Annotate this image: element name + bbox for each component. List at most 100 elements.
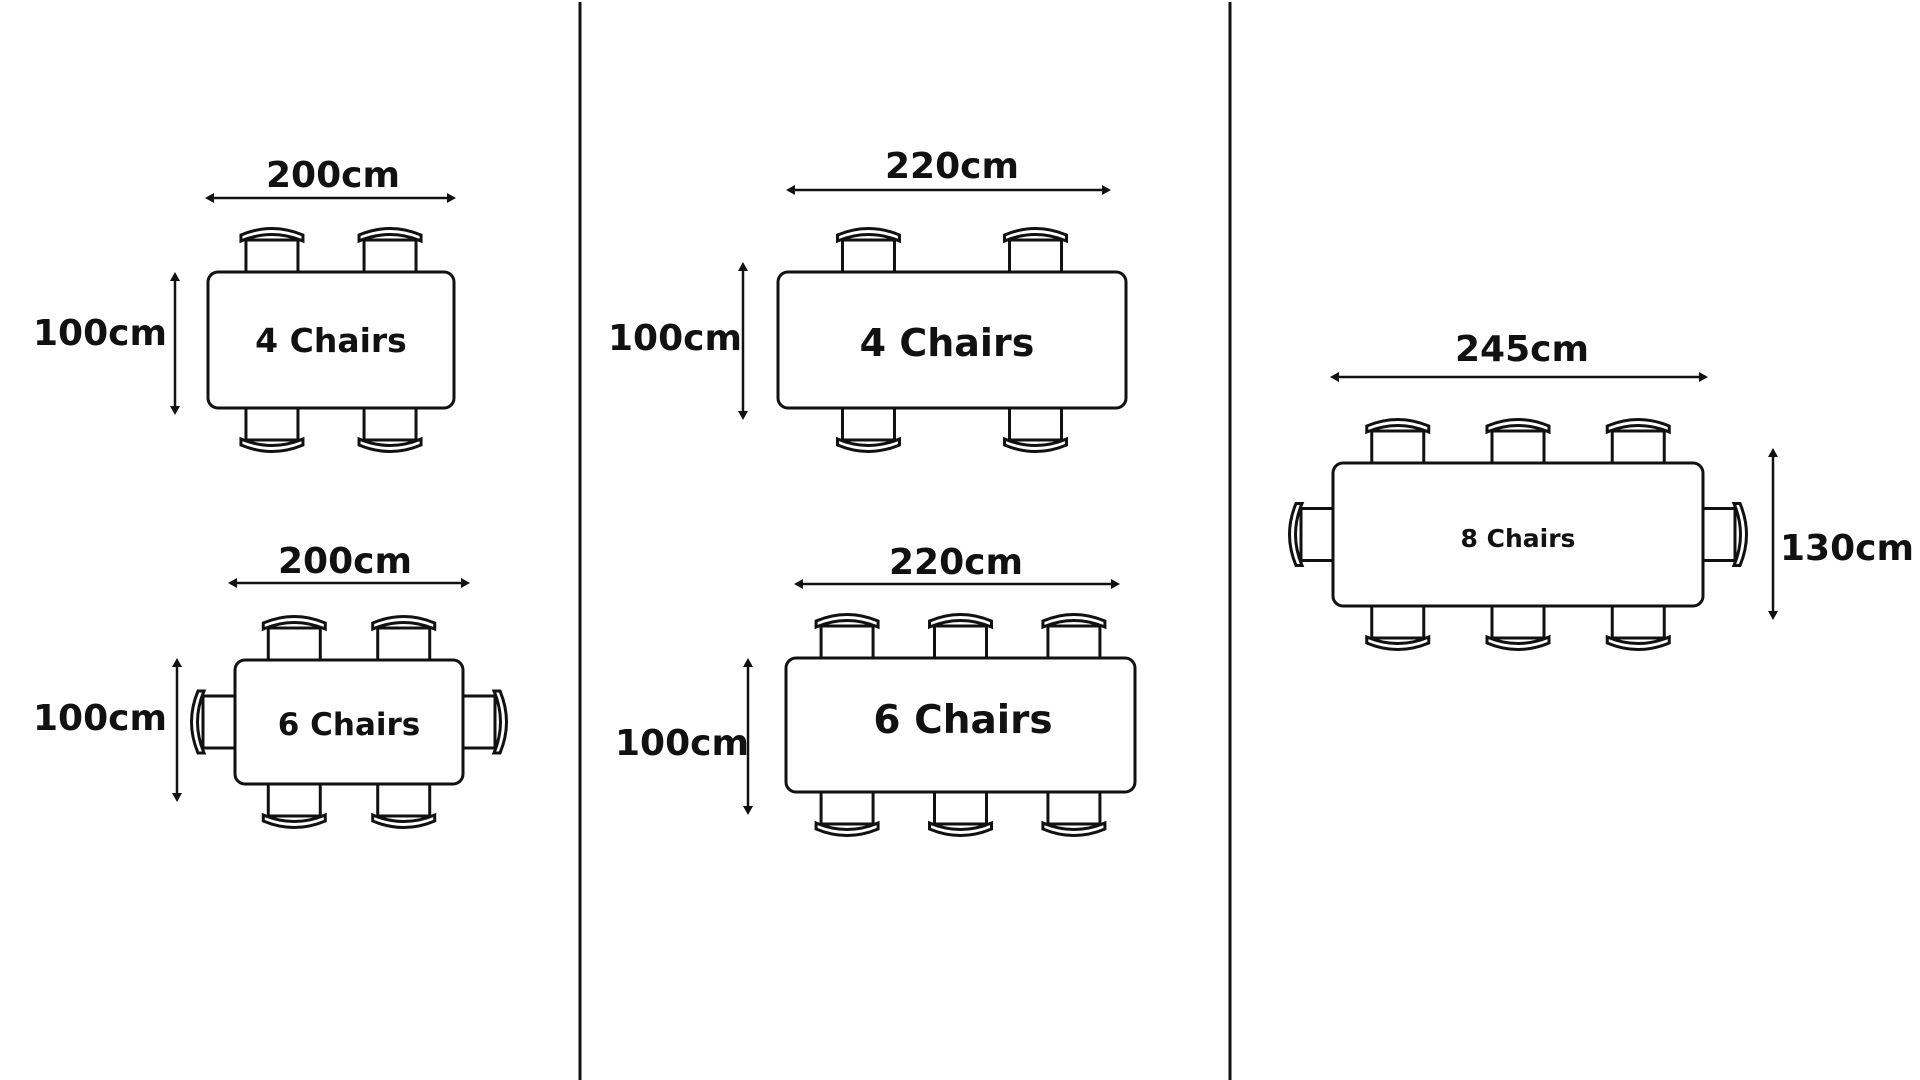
chair <box>357 406 423 453</box>
chair <box>835 406 901 453</box>
chair <box>461 689 508 755</box>
table-top <box>206 270 456 410</box>
chair-seat <box>933 624 988 660</box>
chair-back <box>1041 613 1107 630</box>
chair-seat <box>819 624 875 660</box>
chair <box>1041 790 1107 837</box>
chair-seat <box>1008 238 1064 274</box>
chair-seat <box>266 626 322 662</box>
depth-arrow-head-bottom <box>1768 611 1778 620</box>
table-top <box>784 656 1137 794</box>
chair-back <box>239 227 305 244</box>
depth-arrow-head-top <box>1768 448 1778 457</box>
chair-back <box>1605 634 1671 651</box>
chair <box>1003 227 1069 274</box>
chair <box>261 615 327 662</box>
width-arrow-head-left <box>205 193 214 203</box>
chair-seat <box>1299 507 1335 562</box>
chair-back <box>371 812 437 829</box>
depth-label: 100cm <box>33 698 167 739</box>
table-label: 4 Chairs <box>255 321 407 360</box>
chair-back <box>261 812 327 829</box>
chair-seat <box>266 782 322 818</box>
chair-back <box>1003 436 1069 453</box>
chair-seat <box>244 406 300 442</box>
chair <box>1288 502 1335 567</box>
chair <box>357 227 423 274</box>
depth-arrow-head-bottom <box>172 793 182 802</box>
width-arrow-head-right <box>461 578 470 588</box>
chair-seat <box>376 626 432 662</box>
chair-back <box>928 613 993 630</box>
depth-label: 100cm <box>615 723 749 764</box>
table-top <box>233 658 465 786</box>
depth-arrow-head-top <box>743 658 753 667</box>
width-arrow-head-left <box>786 185 795 195</box>
chair-seat <box>1370 604 1426 640</box>
chair-seat <box>1008 406 1064 442</box>
chair-back <box>1485 634 1551 651</box>
table-layout-p2-top: 4 Chairs 220cm 100cm <box>608 146 1128 453</box>
table-top <box>776 270 1128 410</box>
table-label: 6 Chairs <box>278 707 420 743</box>
depth-label: 130cm <box>1780 528 1914 569</box>
chair <box>371 615 437 662</box>
depth-arrow-head-bottom <box>743 806 753 815</box>
chair <box>1041 613 1107 660</box>
table-label: 6 Chairs <box>873 698 1052 743</box>
width-label: 220cm <box>885 146 1019 187</box>
chair-seat <box>1490 604 1546 640</box>
chair-seat <box>461 694 497 750</box>
chair-back <box>491 689 508 755</box>
chair-seat <box>1046 790 1102 826</box>
depth-arrow-head-bottom <box>738 411 748 420</box>
chair <box>1365 604 1431 651</box>
chair-seat <box>1046 624 1102 660</box>
chair-seat <box>1701 507 1737 562</box>
depth-label: 100cm <box>608 318 742 359</box>
chair-back <box>928 820 993 837</box>
chair-back <box>814 820 880 837</box>
width-label: 200cm <box>278 541 412 582</box>
table-top <box>1331 461 1705 608</box>
width-arrow-head-right <box>1102 185 1111 195</box>
table-layout-p1-top: 4 Chairs 200cm 100cm <box>33 155 456 453</box>
chair <box>1605 418 1671 465</box>
chair <box>190 689 237 755</box>
chair <box>261 782 327 829</box>
chair-back <box>1003 227 1069 244</box>
chair-seat <box>840 406 896 442</box>
chair-back <box>261 615 327 632</box>
width-arrow-head-right <box>1699 372 1708 382</box>
chair-seat <box>244 238 300 274</box>
table-label: 4 Chairs <box>860 321 1035 365</box>
depth-arrow-head-bottom <box>170 406 180 415</box>
chair <box>1365 418 1431 465</box>
chair-back <box>1041 820 1107 837</box>
chair <box>928 790 993 837</box>
chair-back <box>1605 418 1671 435</box>
chair <box>1605 604 1671 651</box>
chair <box>928 613 993 660</box>
chair <box>1485 604 1551 651</box>
chair <box>239 227 305 274</box>
depth-label: 100cm <box>33 313 167 354</box>
table-layout-p1-bottom: 6 Chairs 200cm 100cm <box>33 541 508 829</box>
chair <box>1701 502 1748 567</box>
chair <box>1003 406 1069 453</box>
width-arrow-head-right <box>1111 579 1120 589</box>
chair-back <box>1731 502 1748 567</box>
chair-seat <box>840 238 896 274</box>
chair-seat <box>1610 429 1666 465</box>
chair-back <box>371 615 437 632</box>
chair-seat <box>1610 604 1666 640</box>
width-label: 200cm <box>266 155 400 196</box>
chair-back <box>239 436 305 453</box>
depth-arrow-head-top <box>172 658 182 667</box>
chair-seat <box>201 694 237 750</box>
table-label: 8 Chairs <box>1461 524 1576 553</box>
